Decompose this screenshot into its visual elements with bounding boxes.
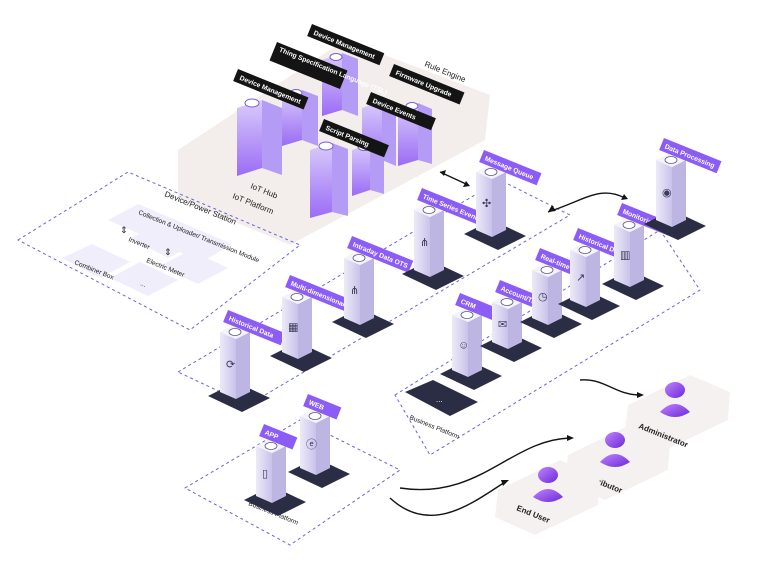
historical-mgmt-icon: ↗ [576,272,585,284]
pillar-web: ⓔ WEB [288,394,350,488]
arrow-updown-icon: ⇕ [120,225,128,235]
label-app: APP [259,424,298,450]
pillar-historical-data: ⟳Historical Data [208,310,286,412]
processing-more-text: ... [436,395,443,404]
pillar-data-processing: ◉Data Processing [644,138,722,240]
intraday-icon: ⋔ [350,285,359,297]
connector-to-end-user [389,481,506,516]
connector-to-administrator [579,379,641,396]
pillar-script-parsing-a [310,141,348,218]
multidimensional-icon: ▦ [288,322,298,334]
arrow-updown-icon: ⇕ [164,247,172,257]
account-tickets-icon: ✉ [498,319,507,331]
processing-more-tile: ... [405,380,478,416]
connector-to-distributor [399,437,571,491]
connectors [389,171,641,516]
historical-data-icon: ⟳ [226,359,235,371]
label-web: WEB [303,394,342,420]
pillar-device-management-left [237,98,282,176]
arrowheads [440,170,644,486]
avatar-icon [605,432,625,448]
role-cards: Administrator Distributor End User [495,375,730,535]
station-more: ... [139,280,147,289]
data-processing-icon: ◉ [662,187,672,199]
pillar-message-queue: ✣Message Queue [464,150,542,250]
web-icon: ⓔ [306,438,317,451]
monitoring-icon: ▥ [620,250,630,262]
role-card-end-user: End User [495,460,600,535]
realtime-icon: ◷ [538,291,548,303]
pillar-historical-mgmt: ↗Historical Data Management [558,228,665,320]
avatar-icon [538,467,558,483]
business-platform-label-right: Business Platform [408,414,460,441]
crm-icon: ☺ [458,340,469,352]
time-series-icon: ⋔ [420,237,429,249]
iot-platform-slab [178,40,490,245]
message-queue-icon: ✣ [482,198,491,210]
label-text-app: APP [263,429,279,441]
app-icon: ▯ [262,468,268,480]
connector-mq-to-processing [547,192,626,213]
pillar-intraday: ⋔Intraday Data OTS [332,236,414,338]
avatar-icon [665,382,685,398]
data-pillars: ⟳Historical Data▦Multi-dimensional query… [208,138,722,516]
pillar-app: ▯ APP [244,424,306,516]
